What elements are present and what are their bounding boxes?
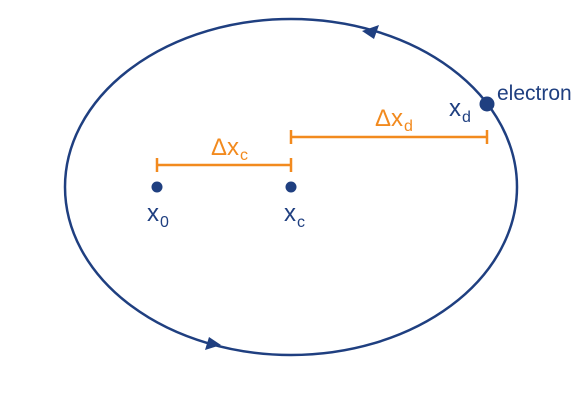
interval-delta-xd <box>289 130 489 144</box>
label-x0: x0 <box>147 200 169 231</box>
label-xd: xd <box>449 95 471 126</box>
point-x0 <box>151 181 163 193</box>
orbit-ellipse <box>63 17 519 357</box>
label-delta-xc: Δxc <box>211 134 248 164</box>
label-electron: electron <box>497 82 572 105</box>
label-delta-xd: Δxd <box>375 105 413 135</box>
triangle-arrow-icon <box>205 337 221 350</box>
interval-delta-xc <box>155 158 293 172</box>
orbit-arrow-bottom <box>205 337 221 350</box>
triangle-arrow-icon <box>362 25 379 39</box>
point-xc <box>285 181 297 193</box>
orbit-arrow-top <box>362 25 379 39</box>
point-electron <box>479 96 495 112</box>
label-xc: xc <box>284 200 305 231</box>
